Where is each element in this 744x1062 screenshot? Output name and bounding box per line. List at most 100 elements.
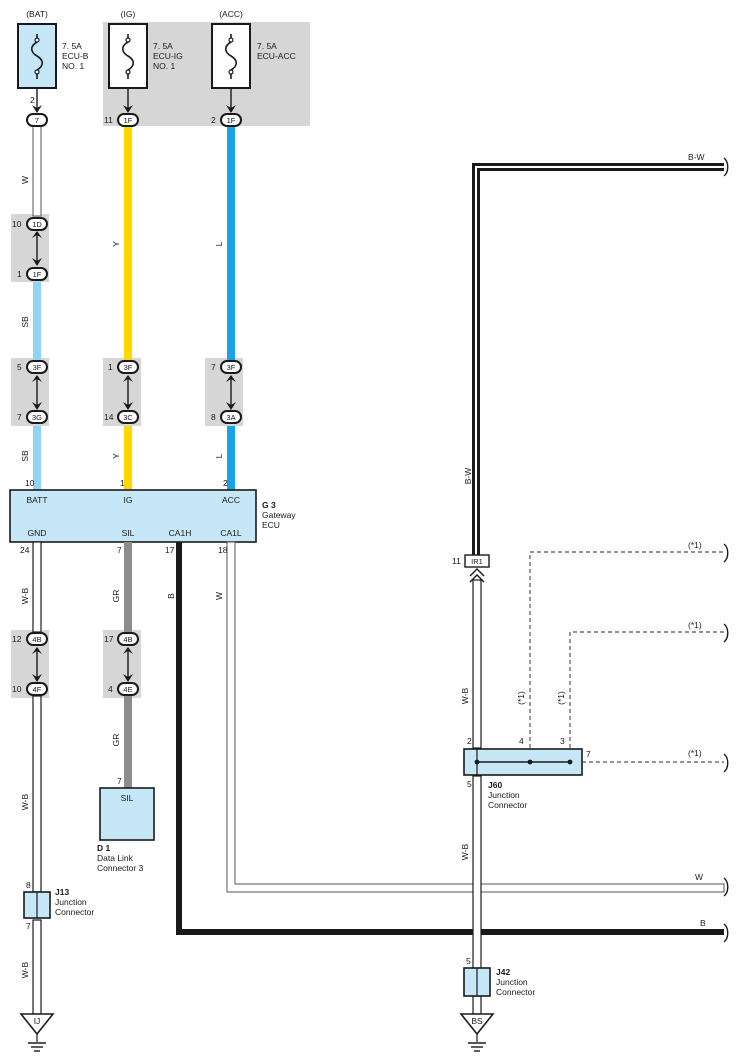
fuse-ecu-ig: (IG) 7. 5A ECU-IG NO. 1 <box>108 9 183 89</box>
component-name-2: Connector <box>55 907 94 917</box>
shaded-regions <box>11 22 310 698</box>
pin-number: 10 <box>12 684 22 694</box>
fuse-rating: 7. 5A <box>257 41 277 51</box>
option-note: (*1) <box>516 691 526 705</box>
fuse-supply-label: (BAT) <box>26 9 48 19</box>
ground-bs: BS <box>459 1013 495 1052</box>
wire-label-gr: GR <box>111 734 121 747</box>
wire-label-y: Y <box>111 453 121 459</box>
pin-number: 12 <box>12 634 22 644</box>
inline-connector-labels: 10 1D 1 1F 5 3F 7 3G 1 3F 14 3C 7 3F 8 3… <box>12 219 236 694</box>
connector-id: 4B <box>123 635 132 644</box>
component-id: G 3 <box>262 500 276 510</box>
wire-label-sb: SB <box>20 316 30 328</box>
connector-id: 3F <box>227 363 236 372</box>
fuse-icon <box>121 34 135 79</box>
fuse-ecu-acc: (ACC) 7. 5A ECU-ACC <box>211 9 296 89</box>
connector-id: 3F <box>33 363 42 372</box>
wire-label-wb: W-B <box>20 961 30 978</box>
wire-ca1h-b <box>176 542 724 935</box>
connector-id: 1F <box>33 270 42 279</box>
fuse-supply-label: (ACC) <box>219 9 243 19</box>
component-name: Junction <box>496 977 528 987</box>
j60-junction-connector: 2 4 3 7 5 J60 Junction Connector <box>463 736 591 810</box>
pin-number: 2 <box>467 736 472 746</box>
pin-number: 2 <box>223 478 228 488</box>
fuse-ecu-b: (BAT) 7. 5A ECU-B NO. 1 <box>17 9 89 89</box>
connector-id: 7 <box>35 116 39 125</box>
wire-l-segment-upper <box>227 126 235 360</box>
component-id: J13 <box>55 887 69 897</box>
pin-number: 1 <box>17 269 22 279</box>
option-note: (*1) <box>556 691 566 705</box>
pin-number: 10 <box>12 219 22 229</box>
j13-junction-connector: 8 7 J13 Junction Connector <box>23 880 94 931</box>
wire-label-w: W <box>214 592 224 600</box>
wire-label-wb: W-B <box>460 687 470 704</box>
pin-number: 7 <box>586 749 591 759</box>
pin-number: 7 <box>26 921 31 931</box>
wire-wb-right <box>472 579 482 1015</box>
component-name-2: Connector 3 <box>97 863 144 873</box>
pin-number: 8 <box>26 880 31 890</box>
wire-acc <box>227 126 235 490</box>
component-name: Junction <box>55 897 87 907</box>
wire-label-y: Y <box>111 241 121 247</box>
wire-label-bw: B-W <box>688 152 705 162</box>
wire-label-l: L <box>214 241 224 246</box>
wire-ig <box>124 126 132 490</box>
component-name-2: Connector <box>496 987 535 997</box>
connector-id: 4B <box>32 635 41 644</box>
gateway-ecu-box <box>9 489 257 543</box>
wire-label-wb: W-B <box>20 793 30 810</box>
fuse-rating: 7. 5A <box>153 41 173 51</box>
pin-number: 5 <box>466 956 471 966</box>
fuse-connector-labels: 2 7 11 1F 2 1F <box>30 95 236 125</box>
option-note: (*1) <box>688 748 702 758</box>
component-name: Gateway <box>262 510 296 520</box>
wire-gnd-wb <box>32 541 42 1015</box>
j42-junction-connector: 5 J42 Junction Connector <box>463 956 535 997</box>
component-id: D 1 <box>97 843 111 853</box>
terminal-name: CA1H <box>169 528 192 538</box>
wire-label-wb: W-B <box>20 587 30 604</box>
wire-label-wb: W-B <box>460 843 470 860</box>
fuse-name: ECU-ACC <box>257 51 296 61</box>
wire-bat <box>32 125 42 490</box>
connector-id: 3A <box>226 413 235 422</box>
terminal-name: CA1L <box>220 528 242 538</box>
dlc-box <box>99 787 155 841</box>
connector-id: 3F <box>124 363 133 372</box>
component-name: Data Link <box>97 853 134 863</box>
ground-point-label: IJ <box>34 1016 41 1026</box>
pin-number: 5 <box>467 779 472 789</box>
pin-number: 2 <box>30 95 35 105</box>
pin-number: 7 <box>117 545 122 555</box>
connector-id: 4E <box>123 685 132 694</box>
pin-number: 11 <box>104 115 113 125</box>
pin-number: 7 <box>211 362 216 372</box>
pin-number: 18 <box>218 545 228 555</box>
wire-y-segment-lower <box>124 426 132 490</box>
pin-number: 7 <box>17 412 22 422</box>
wire-sil-gr <box>124 542 132 788</box>
terminal-name: SIL <box>122 528 135 538</box>
connector-id: 1F <box>124 116 133 125</box>
pin-number: 14 <box>104 412 114 422</box>
wire-label-l: L <box>214 453 224 458</box>
gateway-ecu: 10 1 2 BATT IG ACC GND SIL CA1H CA1L 24 … <box>9 478 296 555</box>
optional-circuits <box>529 551 724 763</box>
pin-number: 4 <box>108 684 113 694</box>
terminal-name: GND <box>28 528 47 538</box>
fuse-icon <box>30 34 44 79</box>
component-id: J60 <box>488 780 502 790</box>
option-note: (*1) <box>688 540 702 550</box>
pin-number: 4 <box>519 736 524 746</box>
fuse-rating: 7. 5A <box>62 41 82 51</box>
connector-ovals <box>26 113 242 696</box>
connector-id: 4F <box>33 685 42 694</box>
terminal-name: IG <box>124 495 133 505</box>
wire-ca1l-w <box>226 541 725 893</box>
connector-id: 3C <box>123 413 133 422</box>
connector-id: 1F <box>227 116 236 125</box>
